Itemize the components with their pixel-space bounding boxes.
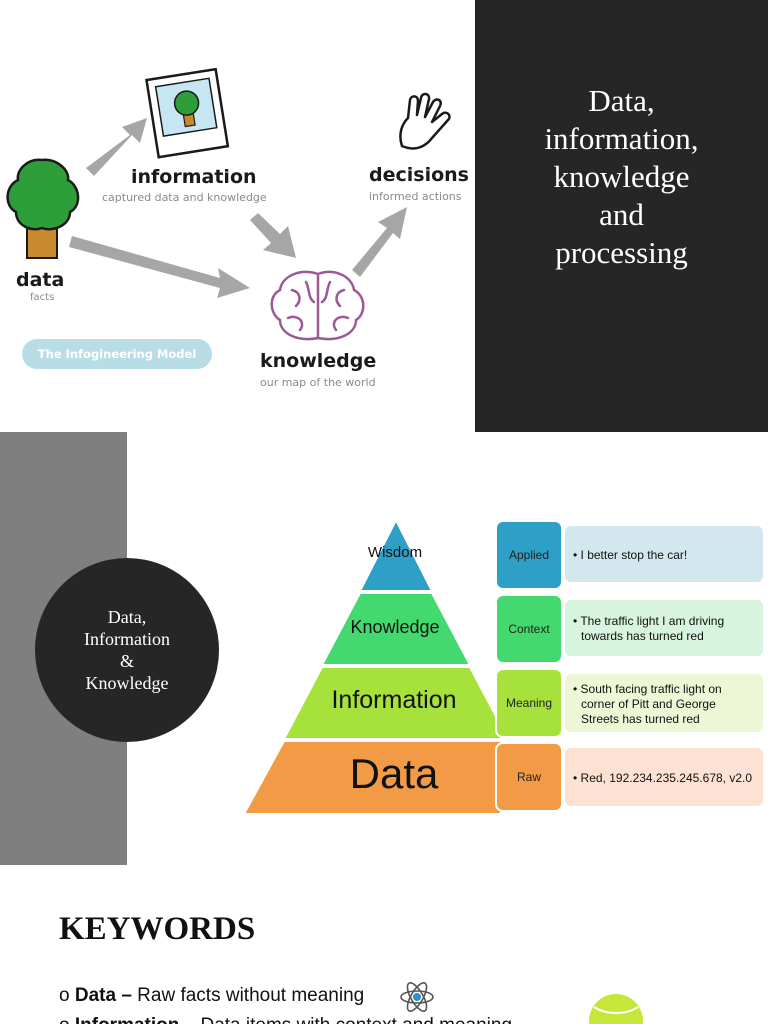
- decisions-label: decisions: [369, 164, 469, 186]
- description-applied: • I better stop the car!: [565, 526, 763, 582]
- pyramid-layer-wisdom: [358, 517, 434, 592]
- atom-icon: [400, 982, 434, 1012]
- keyword-definition: Data items with context and meaning: [195, 1015, 512, 1024]
- data-label: data: [16, 269, 65, 291]
- arrow-information-to-knowledge: [250, 213, 296, 258]
- hand-icon-decisions: [399, 92, 451, 150]
- pyramid-label-knowledge: Knowledge: [350, 617, 440, 637]
- infogineering-diagram: [6, 67, 451, 341]
- bullet: o: [59, 985, 70, 1006]
- description-raw: • Red, 192.234.235.245.678, v2.0: [565, 748, 763, 806]
- circle-title-line: Information: [84, 629, 170, 649]
- pyramid-label-wisdom: Wisdom: [367, 544, 423, 561]
- keywords-title: KEYWORDS: [59, 911, 256, 947]
- keyword-item-data: o Data – Raw facts without meaning: [59, 985, 364, 1007]
- brain-icon-knowledge: [270, 270, 365, 341]
- title-line: Data,: [588, 83, 655, 118]
- keyword-definition: Raw facts without meaning: [131, 985, 365, 1006]
- data-sublabel: facts: [30, 292, 55, 303]
- slide-keywords: KEYWORDS o Data – Raw facts without mean…: [0, 865, 768, 1024]
- circle-title: Data, Information & Knowledge: [35, 606, 219, 694]
- pyramid-layer-data: [242, 740, 500, 815]
- slide1-title: Data, information, knowledge and process…: [475, 82, 768, 272]
- circle-title-line: Knowledge: [85, 673, 169, 693]
- category-context: Context: [495, 594, 563, 664]
- title-line: and: [599, 197, 644, 232]
- arrow-data-to-knowledge: [69, 236, 250, 298]
- knowledge-sublabel: our map of the world: [260, 376, 376, 389]
- title-circle: [35, 558, 219, 742]
- information-label: information: [131, 166, 257, 188]
- dikw-pyramid: [242, 517, 500, 815]
- keyword-term: Data –: [74, 985, 132, 1006]
- title-panel: [475, 0, 768, 432]
- circle-title-line: Data,: [107, 607, 147, 627]
- category-raw: Raw: [495, 742, 563, 812]
- category-meaning: Meaning: [495, 668, 563, 738]
- pyramid-label-data: Data: [349, 750, 439, 797]
- pyramid-layer-knowledge: [320, 592, 472, 666]
- tree-icon-data: [6, 158, 80, 259]
- title-line: information,: [544, 121, 699, 156]
- slide-dikw-pyramid: Data, Information & Knowledge Wisdom Kno…: [0, 432, 768, 865]
- arrow-knowledge-to-decisions: [352, 207, 407, 277]
- slide-infogineering: information captured data and knowledge …: [0, 0, 768, 432]
- description-context: • The traffic light I am driving towards…: [565, 600, 763, 656]
- bullet: o: [59, 1015, 70, 1024]
- description-meaning: • South facing traffic light on corner o…: [565, 674, 763, 732]
- decisions-sublabel: informed actions: [369, 190, 462, 203]
- arrow-data-to-information: [86, 118, 147, 176]
- polaroid-icon-information: [145, 67, 230, 159]
- model-name-badge: The Infogineering Model: [22, 339, 212, 369]
- category-applied: Applied: [495, 520, 563, 590]
- keyword-term: Information –: [75, 1015, 195, 1024]
- pyramid-layer-information: [282, 666, 500, 740]
- tennis-ball-icon: [589, 994, 643, 1024]
- title-line: knowledge: [553, 159, 690, 194]
- pyramid-label-information: Information: [331, 686, 457, 714]
- knowledge-label: knowledge: [260, 350, 377, 372]
- circle-title-line: &: [119, 651, 134, 671]
- title-line: processing: [555, 235, 688, 270]
- information-sublabel: captured data and knowledge: [102, 191, 267, 204]
- keyword-item-information: o Information – Data items with context …: [59, 1015, 512, 1024]
